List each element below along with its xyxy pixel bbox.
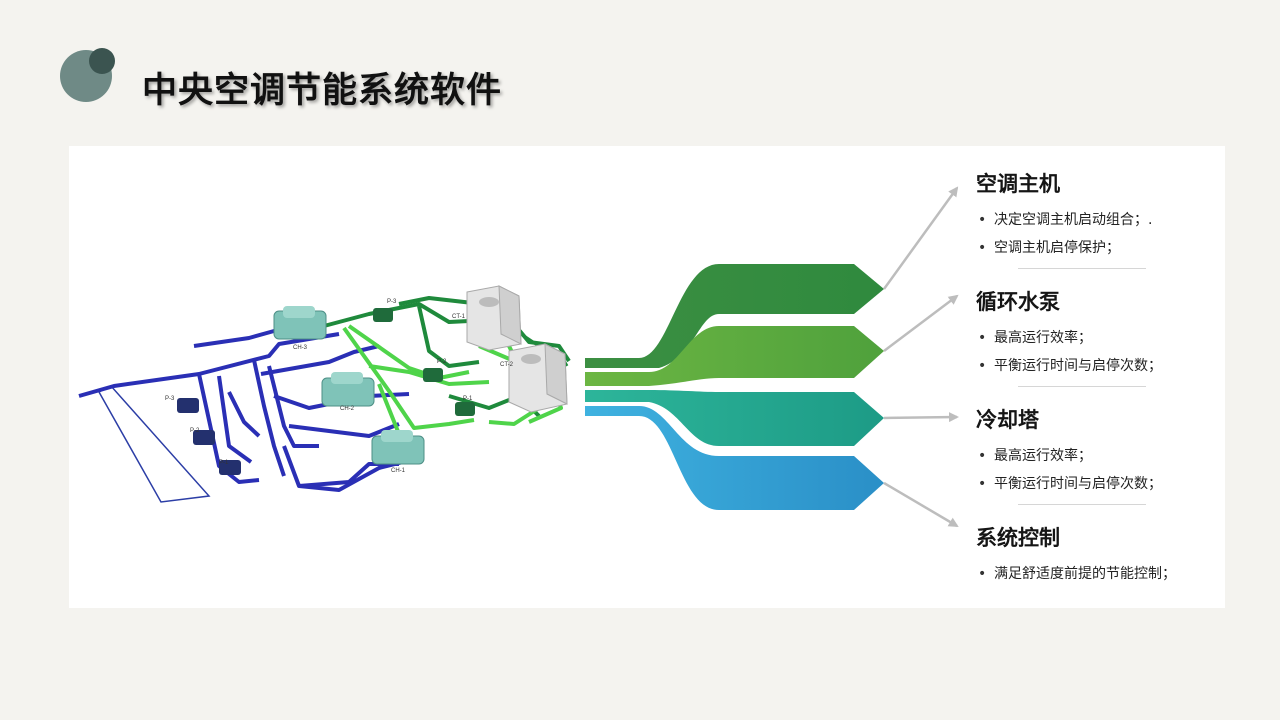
- divider: [1018, 504, 1146, 505]
- chilled-pump-p2: P-2: [190, 428, 215, 445]
- ct2-label: CT-2: [500, 362, 514, 368]
- arrow-chiller: [882, 186, 959, 290]
- pointer-arrows: [882, 186, 959, 528]
- page-title: 中央空调节能系统软件: [142, 71, 503, 111]
- cooling-pump-p1-label: P-1: [463, 396, 473, 402]
- list-item: 空调主机启停保护；: [976, 234, 1236, 262]
- list-item: 最高运行效率；: [976, 442, 1236, 470]
- cooling-pump-p2: P-2: [423, 359, 447, 382]
- arrow-tower: [883, 412, 959, 423]
- chilled-pump-p3-label: P-3: [165, 396, 175, 402]
- list-item: 决定空调主机启动组合；.: [976, 206, 1236, 234]
- section-chiller-list: 决定空调主机启动组合；. 空调主机启停保护；: [976, 206, 1236, 262]
- chilled-pump-p3: P-3: [165, 396, 199, 413]
- chilled-water-pipes: [78, 329, 420, 492]
- chilled-pump-p1: P-1: [219, 460, 241, 475]
- ch2-label: CH-2: [340, 406, 355, 412]
- flow-band-tower: [585, 390, 884, 446]
- cooling-tower-ct1: CT-1: [452, 285, 522, 351]
- section-control: 系统控制 满足舒适度前提的节能控制；: [976, 524, 1236, 588]
- list-item: 平衡运行时间与启停次数；: [976, 470, 1236, 498]
- cooling-pump-p1: P-1: [455, 396, 475, 416]
- arrow-pump: [883, 294, 959, 352]
- chiller-ch3: CH-3: [273, 306, 327, 351]
- ch3-label: CH-3: [293, 345, 308, 351]
- section-tower-title: 冷却塔: [976, 408, 1039, 432]
- list-item: 平衡运行时间与启停次数；: [976, 352, 1236, 380]
- section-chiller-title: 空调主机: [976, 172, 1060, 196]
- section-pump-list: 最高运行效率； 平衡运行时间与启停次数；: [976, 324, 1236, 380]
- list-item: 满足舒适度前提的节能控制；: [976, 560, 1236, 588]
- chiller-ch2: CH-2: [321, 372, 375, 412]
- ch1-label: CH-1: [391, 468, 406, 474]
- cooling-pump-p3-label: P-3: [387, 299, 397, 305]
- chiller-ch1: CH-1: [371, 430, 425, 474]
- chilled-pump-p2-label: P-2: [190, 428, 200, 434]
- section-control-list: 满足舒适度前提的节能控制；: [976, 560, 1236, 588]
- section-pump-title: 循环水泵: [976, 290, 1060, 314]
- flow-band-control: [585, 406, 884, 510]
- cooling-tower-ct2: CT-2: [500, 343, 568, 413]
- arrow-control: [883, 481, 959, 528]
- flow-band-chiller: [585, 264, 884, 368]
- flow-bands: [585, 264, 884, 510]
- section-tower-list: 最高运行效率； 平衡运行时间与启停次数；: [976, 442, 1236, 498]
- hvac-plant-diagram: CT-1 CT-2 CH-3 CH-2 CH-1 P-3 P-2 P-1 P-3: [78, 186, 959, 528]
- cooling-pump-p3: P-3: [373, 299, 397, 322]
- section-control-title: 系统控制: [976, 526, 1060, 550]
- flow-band-pump: [585, 326, 884, 386]
- chilled-pump-p1-label: P-1: [219, 460, 229, 466]
- section-tower: 冷却塔 最高运行效率； 平衡运行时间与启停次数；: [976, 406, 1236, 498]
- section-pump: 循环水泵 最高运行效率； 平衡运行时间与启停次数；: [976, 288, 1236, 380]
- logo-circles-icon: [60, 48, 115, 102]
- divider: [1018, 268, 1146, 269]
- list-item: 最高运行效率；: [976, 324, 1236, 352]
- section-chiller: 空调主机 决定空调主机启动组合；. 空调主机启停保护；: [976, 170, 1236, 262]
- divider: [1018, 386, 1146, 387]
- cooling-pump-p2-label: P-2: [437, 359, 447, 365]
- ct1-label: CT-1: [452, 314, 466, 320]
